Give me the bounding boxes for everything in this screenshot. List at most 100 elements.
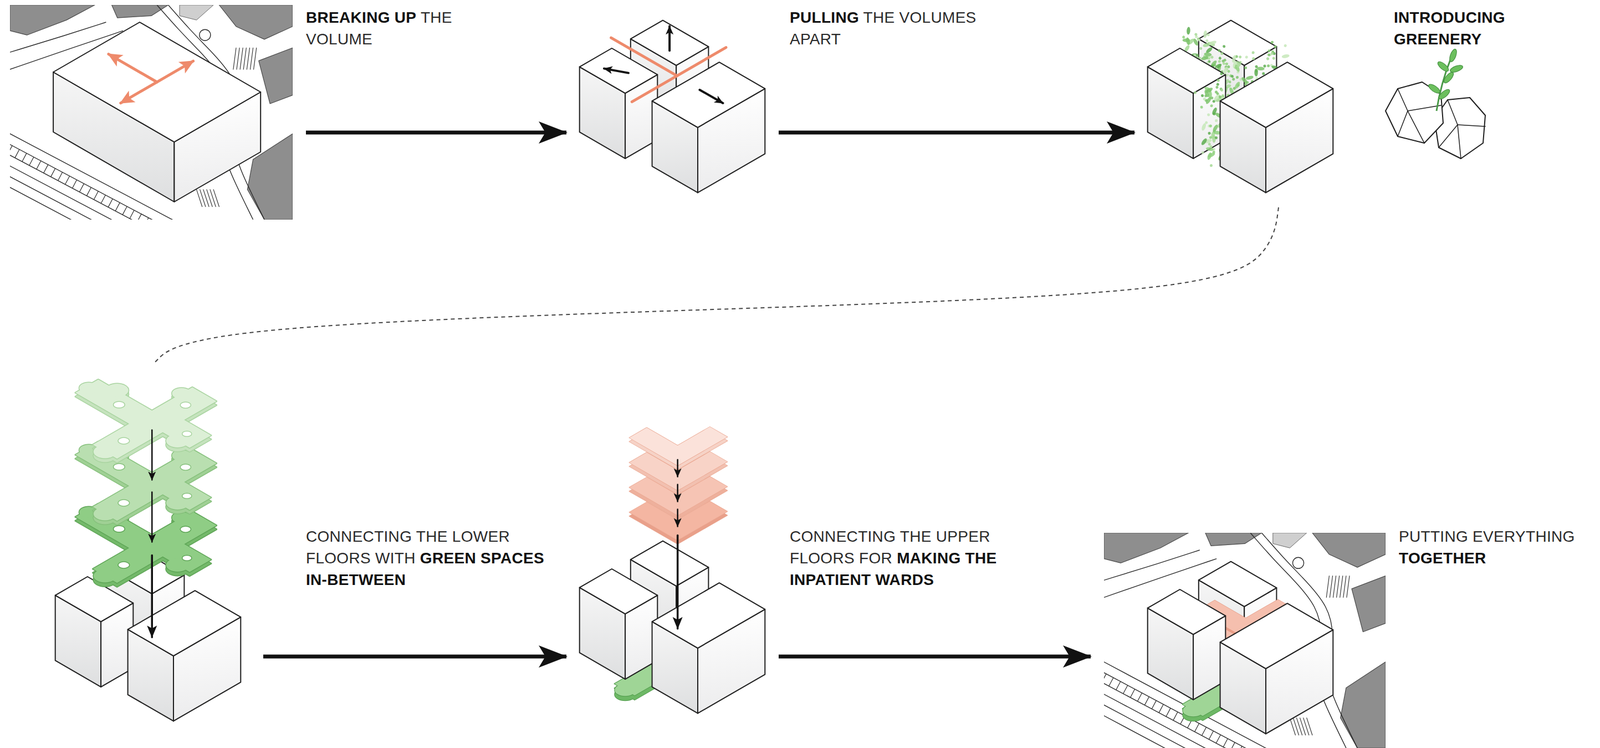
caption-word: SPACES [480,549,545,567]
caption-word: INTRODUCING [1393,8,1506,27]
step-panel: INTRODUCING GREENERY [1147,20,1332,194]
plate-opening [180,401,191,408]
caption-word: VOLUMES [899,8,977,27]
plate-layer [75,379,217,459]
leaf [1235,75,1239,79]
site-hatch [213,189,219,207]
leaf [1224,62,1229,66]
site-hatch [1158,704,1164,713]
step-panel: CONNECTING THE LOWER FLOORS WITH GREEN S… [55,377,250,723]
caption-word: UP [394,8,417,27]
leaf [1200,122,1208,131]
leaf [1215,82,1220,87]
site-building [1351,575,1386,632]
site-roundabout [199,29,211,41]
caption-word: THE [965,549,998,567]
leaf [1207,33,1210,37]
block-top [1220,62,1334,128]
stone-facet [1457,124,1486,127]
flow-arrow [263,654,567,659]
block-top [652,582,766,648]
plate-opening [113,401,126,408]
leaf [1207,113,1210,116]
leaf [1207,131,1212,136]
leaf [1214,85,1219,90]
site-hatch [1300,717,1306,735]
site-building [179,4,214,20]
caption-word [894,8,899,27]
leaf [1219,88,1224,92]
caption-word: GREENERY [1393,30,1482,48]
site-hatch [101,195,106,203]
leaf [1283,43,1287,48]
site-hatch [29,157,34,166]
caption-word [960,549,966,567]
plate-opening [182,492,192,499]
leaf [1251,57,1255,60]
leaf [1270,51,1275,55]
leaf [1240,75,1249,85]
site-hatch [1296,717,1302,735]
stone-facet [1447,99,1458,125]
site-hatch [1123,685,1128,693]
leaf [1208,135,1213,140]
leaf [1199,105,1203,109]
block-top [1198,561,1277,607]
plant-leaf [1442,70,1455,85]
caption-word: FLOORS [789,549,855,567]
leaf [1233,80,1241,90]
site-road [1103,549,1200,580]
leaf [1217,48,1221,53]
leaf [1218,94,1223,99]
plate-opening [118,561,130,569]
caption-word: GREEN [420,549,477,567]
leaf [1207,142,1211,146]
caption-word [370,549,376,567]
stone [1385,82,1444,143]
plate-shape [75,441,217,521]
site-road [9,22,106,53]
caption-word: MAKING [896,549,961,567]
site-hatch [50,168,55,177]
plate-opening [180,463,191,470]
site-hatch [94,191,99,199]
site-hatch [1137,692,1143,701]
leaf [1194,35,1198,39]
plate-lobe [614,683,636,697]
step-panel: BREAKING UP THE VOLUME [9,4,293,220]
site-hatch [72,180,77,188]
caption-word: UPPER [936,527,991,545]
step-caption: INTRODUCING GREENERY [1393,6,1538,50]
plate-lobe [614,683,636,697]
building-block [53,22,261,202]
floor-plate [75,379,217,463]
site-building [258,47,293,104]
block-top [1220,602,1334,669]
leaf [1212,63,1216,67]
plate-shape [75,379,217,459]
building-block [579,48,658,159]
caption-word: PULLING [789,8,860,27]
leaf [1207,151,1216,159]
leaf [1244,55,1249,59]
site-hatch [1108,677,1114,686]
leaf [1210,96,1214,100]
block-top [1147,48,1226,94]
plate-lobe [93,569,117,583]
leaf [1273,44,1277,49]
stone-facet [1397,110,1408,137]
plate-lobe [105,383,129,397]
site-hatch [210,189,216,207]
site-hatch [79,183,84,192]
site-hatch [236,47,240,70]
site-building [1340,661,1386,748]
leaf [1203,29,1208,39]
leaf [1267,53,1271,56]
step-panel: PUTTING EVERYTHING TOGETHER [1103,532,1386,748]
block-top [630,20,709,66]
plate-lobe [93,507,117,521]
leaf [1214,136,1218,140]
site-hatch [58,172,63,181]
